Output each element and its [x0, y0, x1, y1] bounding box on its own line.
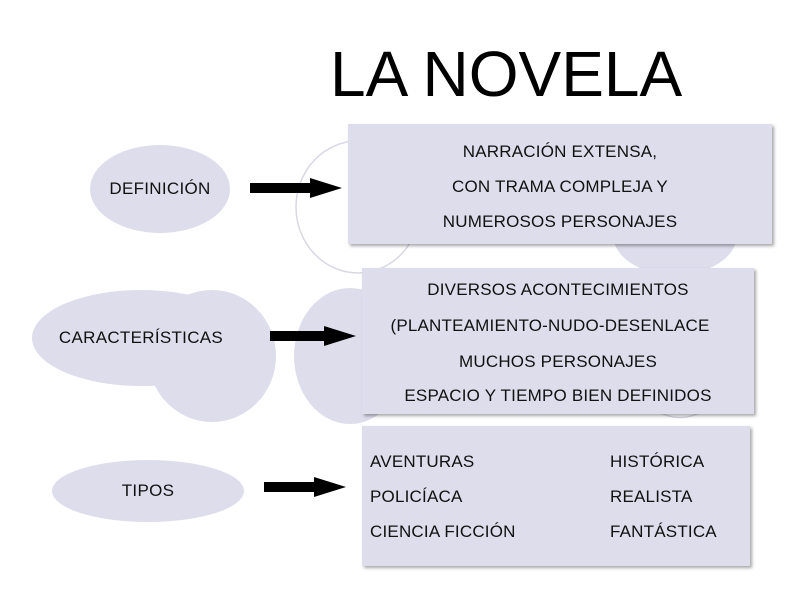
caracteristicas-line: ESPACIO Y TIEMPO BIEN DEFINIDOS: [404, 386, 712, 405]
tipos-ellipse: TIPOS: [52, 460, 244, 522]
definicion-line: NARRACIÓN EXTENSA,: [462, 142, 658, 161]
tipo-item: REALISTA: [610, 487, 693, 506]
definicion-arrow: [250, 178, 342, 198]
tipos-box: AVENTURAS POLICÍACA CIENCIA FICCIÓN HIST…: [362, 426, 750, 566]
definicion-label: DEFINICIÓN: [109, 179, 211, 198]
page-title: LA NOVELA: [330, 38, 683, 110]
tipo-item: HISTÓRICA: [610, 452, 705, 471]
tipo-item: CIENCIA FICCIÓN: [370, 522, 516, 541]
caracteristicas-label: CARACTERÍSTICAS: [58, 328, 224, 347]
tipo-item: FANTÁSTICA: [610, 522, 717, 541]
caracteristicas-line: MUCHOS PERSONAJES: [459, 352, 657, 371]
definicion-ellipse: DEFINICIÓN: [90, 145, 230, 233]
caracteristicas-box: DIVERSOS ACONTECIMIENTOS (PLANTEAMIENTO-…: [362, 268, 754, 414]
caracteristicas-arrow: [270, 326, 356, 346]
definicion-line: NUMEROSOS PERSONAJES: [442, 212, 678, 231]
caracteristicas-line: DIVERSOS ACONTECIMIENTOS: [427, 280, 689, 299]
caracteristicas-line: (PLANTEAMIENTO-NUDO-DESENLACE: [390, 316, 710, 335]
tipo-item: AVENTURAS: [370, 452, 475, 471]
caracteristicas-ellipse: CARACTERÍSTICAS: [32, 290, 250, 386]
tipos-label: TIPOS: [121, 481, 175, 500]
definicion-line: CON TRAMA COMPLEJA Y: [452, 177, 668, 196]
tipos-arrow: [264, 477, 346, 497]
definicion-box: NARRACIÓN EXTENSA, CON TRAMA COMPLEJA Y …: [348, 124, 772, 244]
tipo-item: POLICÍACA: [370, 487, 463, 506]
